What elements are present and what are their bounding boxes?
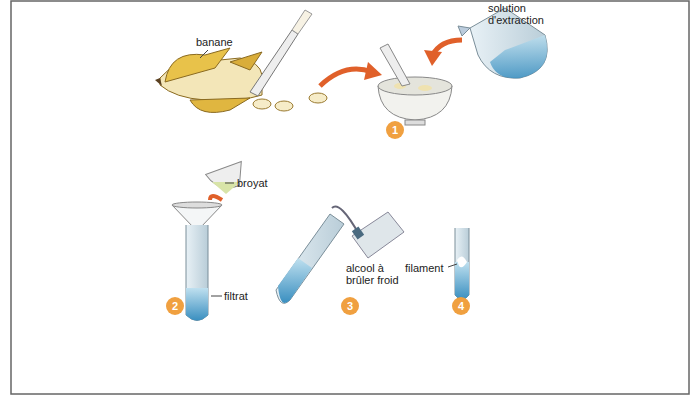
leader-line: [200, 50, 208, 58]
part-label: banane: [196, 36, 233, 48]
step-number: 4: [458, 300, 464, 312]
leader-line: [211, 296, 222, 297]
step-arrow: [320, 69, 372, 86]
wash-bottle: [332, 207, 404, 258]
step-number: 3: [347, 300, 353, 312]
step-number: 1: [392, 124, 398, 136]
pour-arrow: [210, 196, 222, 200]
part-label: filtrat: [224, 290, 248, 302]
step-arrow-head: [364, 62, 382, 80]
part-label: alcool à brûler froid: [346, 262, 408, 286]
callout-number: 1: [386, 121, 404, 139]
callout-number: 4: [452, 297, 470, 315]
banana-slices: [253, 93, 327, 111]
part-label: solution d'extraction: [488, 2, 548, 26]
callout-number: 3: [341, 297, 359, 315]
step-number: 2: [172, 300, 178, 312]
callout-number: 2: [166, 297, 184, 315]
part-label: broyat: [237, 177, 268, 189]
leader-line: [225, 183, 234, 184]
pour-arrow-head: [424, 50, 442, 66]
test-tube: [276, 214, 344, 303]
mortar: [378, 44, 452, 125]
knife: [250, 10, 312, 96]
test-tube: [455, 228, 469, 300]
frame: [11, 1, 689, 394]
banana: [155, 48, 262, 112]
test-tube: [186, 225, 208, 321]
leader-line: [448, 264, 457, 267]
part-label: filament: [405, 262, 444, 274]
